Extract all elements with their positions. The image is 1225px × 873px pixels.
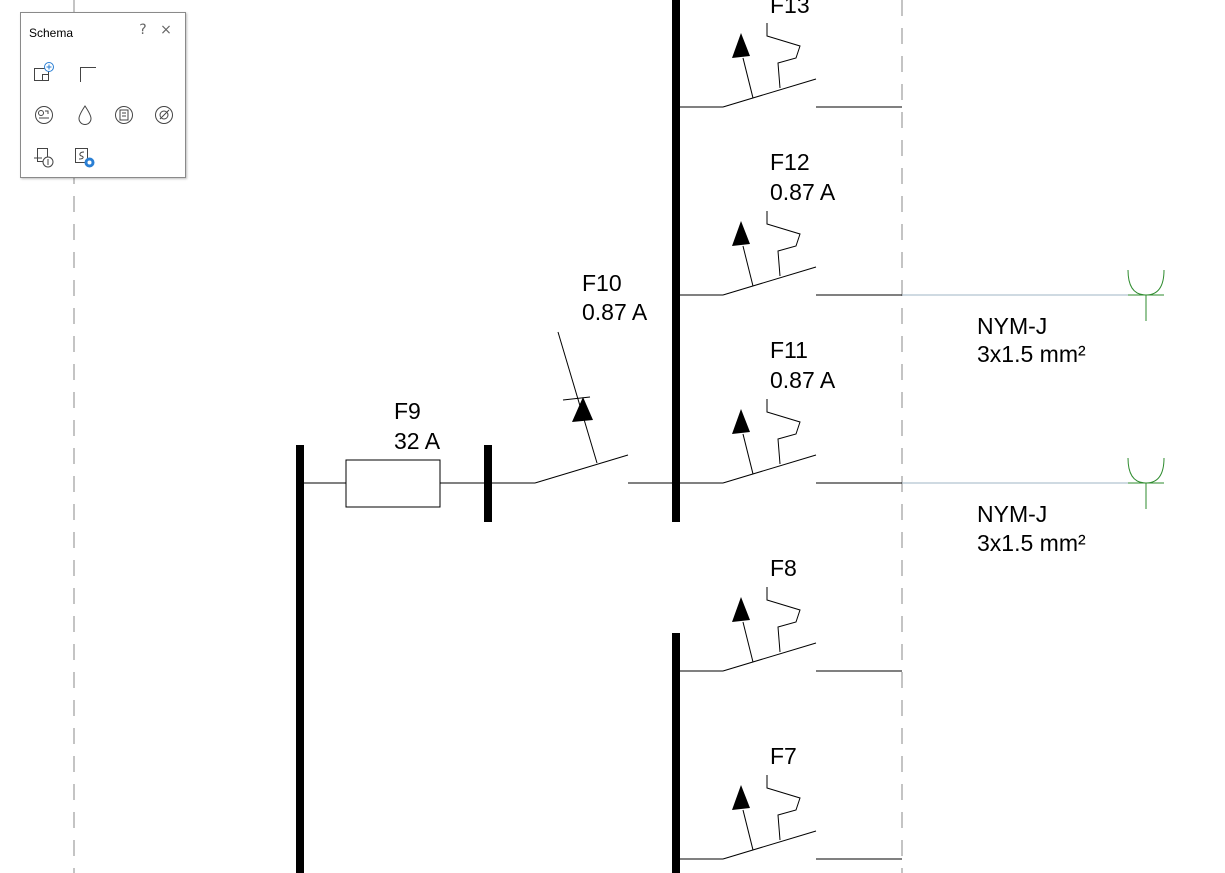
breaker-f13[interactable] (680, 23, 902, 108)
fuse-f9-name: F9 (394, 398, 421, 424)
connect-device-icon[interactable] (33, 147, 55, 169)
cable-2-type: NYM-J (977, 501, 1047, 527)
breaker-f12-rating: 0.87 A (770, 179, 836, 205)
insert-panel-icon[interactable] (33, 62, 55, 84)
breaker-f11[interactable] (680, 399, 902, 484)
document-icon[interactable] (113, 104, 135, 126)
breaker-f8-name: F8 (770, 555, 797, 581)
schema-panel-header[interactable]: Schema ? × (21, 13, 185, 43)
consumer-terminal-1[interactable] (1127, 269, 1165, 321)
schema-panel[interactable]: Schema ? × (20, 12, 186, 178)
device-symbol-icon[interactable] (33, 104, 55, 126)
corner-line-icon[interactable] (76, 62, 98, 84)
schema-panel-title: Schema (29, 26, 74, 40)
help-icon[interactable]: ? (139, 22, 147, 38)
breaker-f7-name: F7 (770, 743, 797, 769)
drop-icon[interactable] (74, 104, 96, 126)
fuse-f9[interactable] (304, 459, 484, 508)
cable-1-size: 3x1.5 mm² (977, 341, 1086, 367)
breaker-f11-name: F11 (770, 337, 808, 363)
fuse-output-busbar[interactable] (484, 445, 492, 522)
distribution-busbar-lower[interactable] (672, 633, 680, 873)
cable-1-type: NYM-J (977, 313, 1047, 339)
cable-2-size: 3x1.5 mm² (977, 530, 1086, 556)
breaker-f11-rating: 0.87 A (770, 367, 836, 393)
breaker-f10-name: F10 (582, 270, 622, 296)
main-busbar[interactable] (296, 445, 304, 873)
fuse-f9-rating: 32 A (394, 428, 441, 454)
breaker-f7[interactable] (680, 775, 902, 860)
breaker-f12-name: F12 (770, 149, 810, 175)
breaker-f8[interactable] (680, 587, 902, 672)
close-icon[interactable]: × (160, 22, 172, 38)
distribution-busbar-upper[interactable] (672, 0, 680, 522)
breaker-f10[interactable] (492, 331, 672, 484)
breaker-f10-rating: 0.87 A (582, 299, 648, 325)
dial-icon[interactable] (153, 104, 175, 126)
consumer-terminal-2[interactable] (1127, 457, 1165, 509)
breaker-f12[interactable] (680, 211, 902, 296)
breaker-f13-name: F13 (770, 0, 810, 18)
schema-settings-icon[interactable] (74, 147, 96, 169)
